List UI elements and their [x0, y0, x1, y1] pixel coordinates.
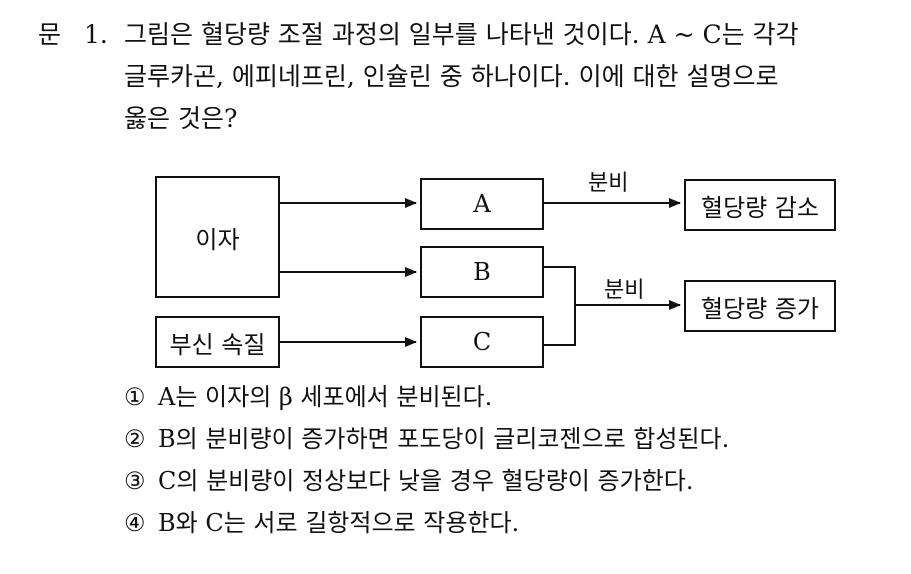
question-line-1: 그림은 혈당량 조절 과정의 일부를 나타낸 것이다. A ~ C는 각각	[124, 20, 799, 49]
secrete-label-top: 분비	[588, 171, 629, 196]
adrenal-medulla-box: 부신 속질	[155, 316, 280, 368]
question-number: 1.	[84, 20, 108, 49]
question-line-3: 옳은 것은?	[124, 104, 238, 133]
hormone-b-box: B	[420, 246, 544, 298]
answer-choices: ① A는 이자의 β 세포에서 분비된다. ② B의 분비량이 증가하면 포도당이 …	[124, 376, 729, 544]
hormone-c-box: C	[420, 316, 544, 368]
choice-1-text: A는 이자의 β 세포에서 분비된다.	[158, 383, 493, 411]
question-line-2: 글루카곤, 에피네프린, 인슐린 중 하나이다. 이에 대한 설명으로	[124, 62, 779, 91]
choice-3[interactable]: ③ C의 분비량이 정상보다 낮을 경우 혈당량이 증가한다.	[124, 460, 729, 502]
choice-3-mark: ③	[124, 467, 146, 495]
choice-4-text: B와 C는 서로 길항적으로 작용한다.	[158, 509, 520, 537]
choice-1[interactable]: ① A는 이자의 β 세포에서 분비된다.	[124, 376, 729, 418]
choice-1-mark: ①	[124, 383, 146, 411]
hormone-a-box: A	[420, 178, 544, 230]
choice-4-mark: ④	[124, 509, 146, 537]
choice-2[interactable]: ② B의 분비량이 증가하면 포도당이 글리코젠으로 합성된다.	[124, 418, 729, 460]
question-prefix: 문	[38, 20, 62, 49]
choice-3-text: C의 분비량이 정상보다 낮을 경우 혈당량이 증가한다.	[158, 467, 694, 495]
choice-2-text: B의 분비량이 증가하면 포도당이 글리코젠으로 합성된다.	[158, 425, 730, 453]
choice-2-mark: ②	[124, 425, 146, 453]
glucose-increase-box: 혈당량 증가	[684, 280, 836, 332]
secrete-label-bottom: 분비	[604, 278, 645, 303]
glucose-decrease-box: 혈당량 감소	[684, 179, 836, 231]
choice-4[interactable]: ④ B와 C는 서로 길항적으로 작용한다.	[124, 502, 729, 544]
pancreas-box: 이자	[155, 176, 280, 298]
question-stem: 1. 그림은 혈당량 조절 과정의 일부를 나타낸 것이다. A ~ C는 각각…	[84, 14, 884, 140]
connector-b-c-merge	[542, 266, 576, 346]
